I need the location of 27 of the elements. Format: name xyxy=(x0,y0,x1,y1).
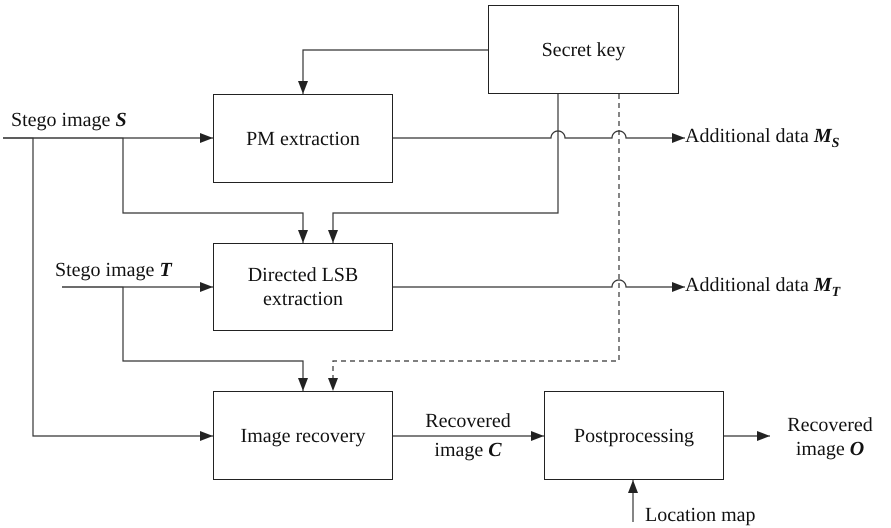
label-text: Additional data M$_{T}$ xyxy=(685,272,840,302)
process-box xyxy=(213,391,393,480)
process-box xyxy=(544,391,724,480)
label-text: Recovered image O xyxy=(786,413,874,461)
process-box xyxy=(213,94,393,183)
label-text: PM extraction xyxy=(246,126,360,150)
label-text: Secret key xyxy=(542,38,626,62)
arrow xyxy=(3,137,213,441)
label-text: Directed LSB extraction xyxy=(246,263,360,311)
arrow xyxy=(724,431,770,441)
label-text: Location map xyxy=(645,503,756,527)
process-box xyxy=(213,243,393,331)
label-text: Image recovery xyxy=(240,424,366,448)
label-text: Postprocessing xyxy=(574,424,694,448)
label-text: Additional data M$_{S}$ xyxy=(685,124,840,152)
label-text: Stego image T xyxy=(55,258,172,282)
process-box xyxy=(488,5,679,94)
arrow xyxy=(393,279,685,292)
arrow xyxy=(298,49,488,94)
arrow xyxy=(62,286,308,391)
dashed-arrow xyxy=(328,94,620,391)
arrow xyxy=(393,431,544,441)
arrow xyxy=(628,480,638,522)
edge-label: Recovered image C xyxy=(424,409,512,463)
arrow xyxy=(328,94,559,243)
label-text: Stego image S xyxy=(11,108,127,132)
arrow xyxy=(393,130,685,143)
